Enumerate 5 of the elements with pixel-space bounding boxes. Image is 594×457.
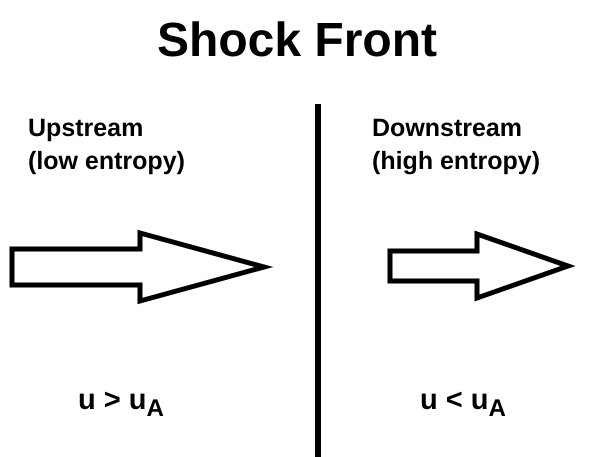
title: Shock Front xyxy=(157,13,437,69)
region-label: Downstream (high entropy) xyxy=(372,113,540,176)
velocity-condition: u < u$_{A}$ xyxy=(420,383,506,424)
velocity-condition: u > u$_{A}$ xyxy=(78,383,164,424)
region-label: Upstream (low entropy) xyxy=(28,113,185,176)
